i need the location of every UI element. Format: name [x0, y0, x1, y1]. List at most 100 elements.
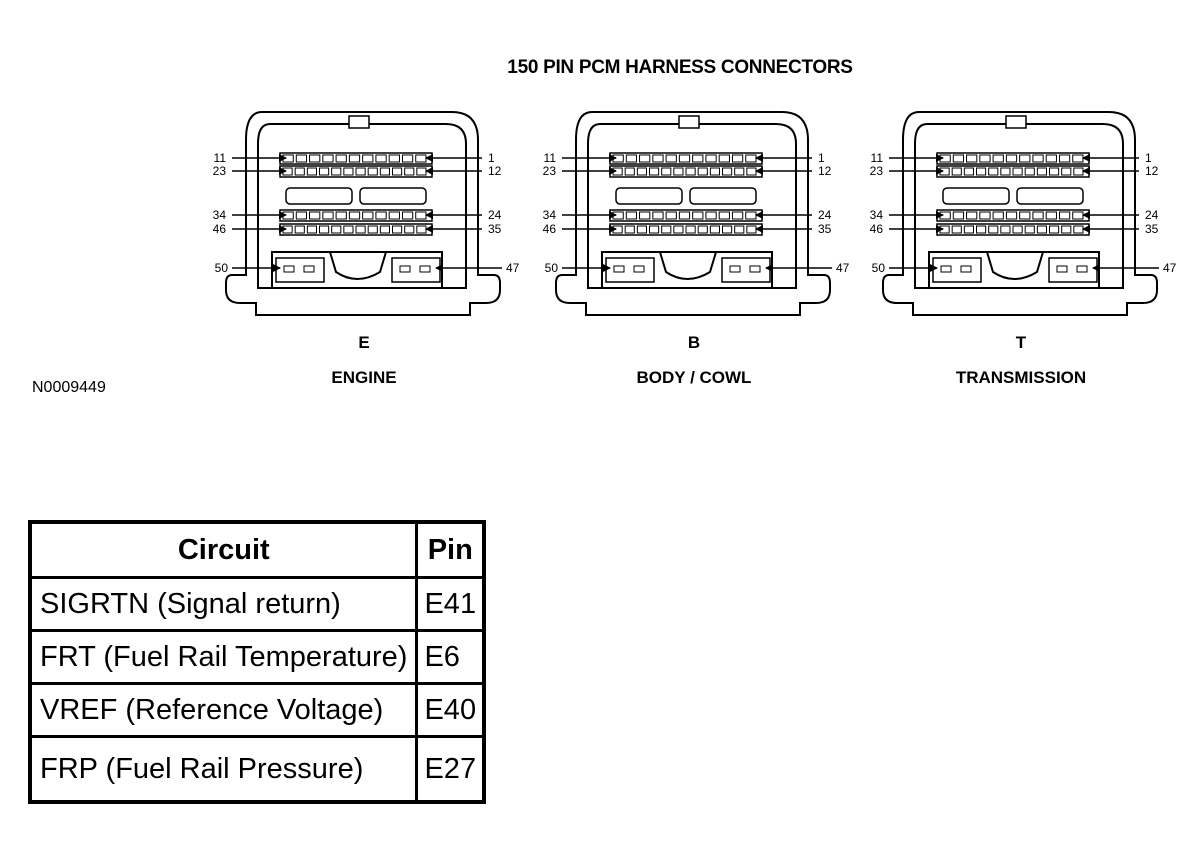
- pin-cavity: [1073, 167, 1084, 176]
- pin-cavity: [1000, 167, 1011, 176]
- connector-inner-shell: [587, 123, 797, 289]
- pin-cavity: [746, 225, 757, 234]
- pin-cavity: [966, 154, 978, 163]
- pin-cavity: [951, 167, 962, 176]
- pin-cavity: [718, 211, 730, 220]
- pin-cavity: [309, 154, 321, 163]
- pin-number-label: 24: [818, 208, 832, 222]
- pin-cavity: [692, 211, 704, 220]
- pin-number-label: 11: [544, 151, 557, 165]
- pin-cavity: [979, 154, 991, 163]
- pin-cavity: [343, 167, 354, 176]
- pin-cavity: [416, 225, 427, 234]
- pin-cavity: [1049, 167, 1060, 176]
- pin-cavity: [718, 154, 730, 163]
- pin-number-label: 46: [543, 222, 557, 236]
- pin-cavity: [722, 225, 733, 234]
- pin-cavity: [992, 211, 1004, 220]
- connector-name: TRANSMISSION: [956, 368, 1086, 387]
- connector-inner-shell: [257, 123, 467, 289]
- pin-cavity: [1012, 167, 1023, 176]
- pin-cavity: [319, 225, 330, 234]
- terminal-slot: [633, 265, 645, 273]
- pin-number-label: 50: [545, 261, 559, 275]
- pin-number-label: 50: [872, 261, 886, 275]
- pin-cavity: [731, 154, 744, 163]
- pin-cavity: [1032, 154, 1044, 163]
- pin-number-label: 1: [488, 151, 495, 165]
- center-key: [329, 251, 387, 280]
- pin-cavity: [1024, 167, 1035, 176]
- blank-slot: [359, 187, 427, 205]
- pin-cavity: [392, 167, 403, 176]
- pin-cavity: [309, 211, 321, 220]
- connector-diagram: 150 PIN PCM HARNESS CONNECTORS 112334461…: [32, 57, 1177, 396]
- pin-cavity: [692, 154, 704, 163]
- pin-cavity: [963, 167, 975, 176]
- terminal-slot: [303, 265, 315, 273]
- key-notch: [348, 115, 370, 129]
- pin-cavity: [673, 167, 684, 176]
- pin-cavity: [416, 167, 427, 176]
- pin-cavity: [625, 211, 638, 220]
- pin-cavity: [295, 211, 308, 220]
- pin-cavity: [335, 211, 347, 220]
- pin-cavity: [306, 225, 318, 234]
- blank-slot: [615, 187, 683, 205]
- pin-cavity: [709, 225, 721, 234]
- diagram-title: 150 PIN PCM HARNESS CONNECTORS: [507, 57, 852, 78]
- table-header-row: Circuit Pin: [28, 520, 486, 579]
- pin-cavity: [1005, 211, 1018, 220]
- pin-cavity: [415, 211, 427, 220]
- pin-cavity: [306, 167, 318, 176]
- pin-cavity: [734, 225, 745, 234]
- pin-cavity: [362, 211, 374, 220]
- terminal-slot: [729, 265, 741, 273]
- pin-header: Pin: [415, 520, 486, 579]
- pin-cavity: [976, 225, 987, 234]
- pin-cavity: [415, 154, 427, 163]
- pin-cavity: [745, 211, 757, 220]
- table-row: VREF (Reference Voltage) E40: [28, 682, 486, 738]
- power-terminal-left: [932, 257, 982, 283]
- pin-number-label: 1: [818, 151, 825, 165]
- pin-cavity: [661, 167, 672, 176]
- pin-cavity: [1005, 154, 1018, 163]
- pin-cavity: [685, 167, 696, 176]
- pin-cavity: [734, 167, 745, 176]
- pin-cavity: [963, 225, 975, 234]
- pin-cavity: [1061, 167, 1072, 176]
- pin-cavity: [636, 225, 648, 234]
- pin-cavity: [1072, 154, 1084, 163]
- pin-cavity: [348, 154, 361, 163]
- connector-name: ENGINE: [331, 368, 396, 387]
- pin-number-label: 50: [215, 261, 229, 275]
- pin-cavity: [401, 211, 414, 220]
- pin-cavity: [1049, 225, 1060, 234]
- pin-cavity: [1019, 211, 1031, 220]
- pin-cavity: [652, 154, 664, 163]
- pin-number-label: 11: [214, 151, 227, 165]
- terminal-slot: [960, 265, 972, 273]
- pin-cavity: [722, 167, 733, 176]
- pin-cavity: [294, 167, 305, 176]
- terminal-slot: [940, 265, 952, 273]
- pin-cavity: [685, 225, 696, 234]
- pin-cell: E6: [415, 629, 486, 685]
- pin-cavity: [625, 154, 638, 163]
- pin-cavity: [1058, 154, 1071, 163]
- pin-cavity: [1024, 225, 1035, 234]
- connector-letter: E: [358, 333, 369, 352]
- pin-cavity: [388, 154, 400, 163]
- pin-number-label: 12: [1145, 164, 1159, 178]
- terminal-slot: [749, 265, 761, 273]
- pin-cavity: [375, 211, 387, 220]
- pin-cavity: [319, 167, 330, 176]
- pin-number-label: 24: [488, 208, 502, 222]
- pin-cavity: [367, 167, 378, 176]
- circuit-cell: FRP (Fuel Rail Pressure): [28, 735, 419, 804]
- pin-cavity: [665, 154, 677, 163]
- pin-cavity: [705, 211, 717, 220]
